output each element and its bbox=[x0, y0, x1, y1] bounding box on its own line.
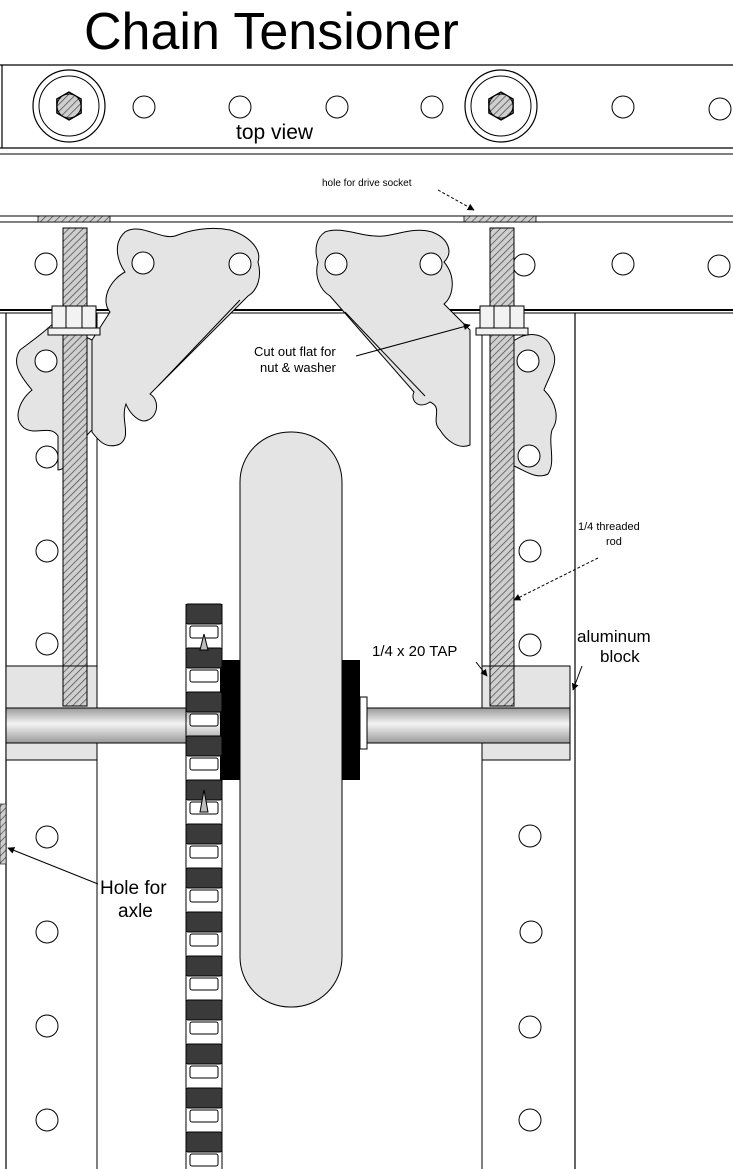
wheel-hub-left bbox=[220, 660, 242, 780]
cut-out-label-line1: Cut out flat for bbox=[254, 344, 336, 359]
chain-link bbox=[189, 977, 219, 991]
chain-link bbox=[185, 735, 223, 757]
channel-holes bbox=[35, 539, 543, 1132]
left-aluminum-block bbox=[5, 665, 98, 761]
top-view-holes bbox=[132, 95, 732, 121]
chain-link bbox=[185, 691, 223, 713]
top-view-label: top view bbox=[236, 121, 314, 144]
chain-link bbox=[189, 757, 219, 771]
axle-label-line1: Hole for bbox=[100, 878, 167, 899]
chain-link bbox=[189, 713, 219, 727]
chain-link bbox=[185, 867, 223, 889]
chain-link bbox=[185, 603, 223, 625]
chain-link bbox=[185, 999, 223, 1021]
chain-link bbox=[185, 1131, 223, 1153]
wheel-hub-right bbox=[340, 660, 360, 780]
chain-link bbox=[185, 911, 223, 933]
threaded-rod-label-line1: 1/4 threaded bbox=[578, 521, 640, 533]
chain-link bbox=[185, 647, 223, 669]
threaded-rod-label-line2: rod bbox=[606, 536, 622, 548]
chain-link bbox=[185, 955, 223, 977]
left-threaded-rod bbox=[62, 227, 88, 707]
chain-link bbox=[189, 669, 219, 683]
chain-link bbox=[185, 1043, 223, 1065]
top-view-bolt-left bbox=[32, 69, 106, 143]
top-view-bar bbox=[0, 64, 733, 155]
chain-link bbox=[185, 823, 223, 845]
drive-socket-label: hole for drive socket bbox=[322, 178, 412, 189]
top-view-bolt-right bbox=[464, 69, 538, 143]
wheel bbox=[239, 431, 343, 1008]
tap-label: 1/4 x 20 TAP bbox=[372, 643, 457, 660]
left-nut-washer bbox=[47, 305, 101, 336]
aluminum-label-line2: block bbox=[600, 647, 640, 666]
chain-link bbox=[189, 933, 219, 947]
aluminum-label-line1: aluminum bbox=[577, 627, 651, 646]
sprocket-tooth bbox=[199, 789, 209, 813]
chain-link bbox=[185, 1087, 223, 1109]
right-channel bbox=[481, 313, 576, 1169]
wheel-hub-collar bbox=[359, 696, 368, 750]
right-threaded-rod bbox=[489, 227, 515, 707]
chain-link bbox=[189, 1109, 219, 1123]
chain-link bbox=[189, 889, 219, 903]
diagram-title: Chain Tensioner bbox=[84, 3, 459, 61]
front-bar-holes bbox=[34, 252, 731, 278]
axle-label-line2: axle bbox=[118, 901, 153, 922]
chain-link bbox=[189, 845, 219, 859]
chain-link bbox=[189, 1065, 219, 1079]
chain-link bbox=[189, 1153, 219, 1167]
sprocket-tooth bbox=[199, 633, 209, 651]
cut-out-label-line2: nut & washer bbox=[260, 360, 337, 375]
sprocket-chain bbox=[185, 603, 223, 1169]
right-bracket bbox=[315, 229, 557, 477]
right-nut-washer bbox=[475, 305, 529, 336]
chain-link bbox=[189, 1021, 219, 1035]
